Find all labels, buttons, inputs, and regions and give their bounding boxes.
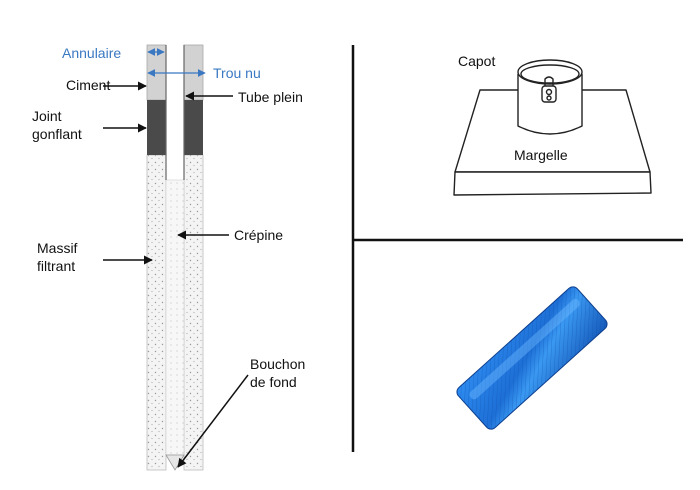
padlock-icon — [541, 76, 557, 103]
bouchon-arrow — [177, 374, 249, 468]
seal-right — [184, 100, 203, 155]
seal-left — [147, 100, 166, 155]
screen-interior — [165, 179, 185, 456]
capot-rim — [520, 64, 580, 84]
gravel-pack-right — [183, 154, 204, 471]
capot-body — [517, 74, 583, 135]
wellhead-sketch — [453, 59, 652, 196]
massif-label-line2: filtrant — [37, 258, 75, 274]
ciment-label: Ciment — [66, 77, 110, 93]
bouchon-label-line1: Bouchon — [250, 356, 305, 372]
gravel-pack-left — [146, 154, 167, 471]
massif-label-line1: Massif — [37, 240, 78, 256]
slotted-screen-pipe-icon — [456, 286, 608, 430]
well-cross-section — [146, 44, 204, 471]
tube-plein-label: Tube plein — [238, 89, 303, 105]
joint-label-line1: Joint — [32, 108, 62, 124]
margelle-label: Margelle — [514, 147, 568, 163]
trou-nu-label: Trou nu — [213, 65, 261, 81]
margelle-slab-front — [453, 171, 652, 196]
joint-label-line2: gonflant — [32, 126, 82, 142]
bouchon-label-line2: de fond — [250, 374, 297, 390]
capot-label: Capot — [458, 53, 495, 69]
annulaire-label: Annulaire — [62, 45, 121, 61]
crepine-label: Crépine — [234, 227, 283, 243]
